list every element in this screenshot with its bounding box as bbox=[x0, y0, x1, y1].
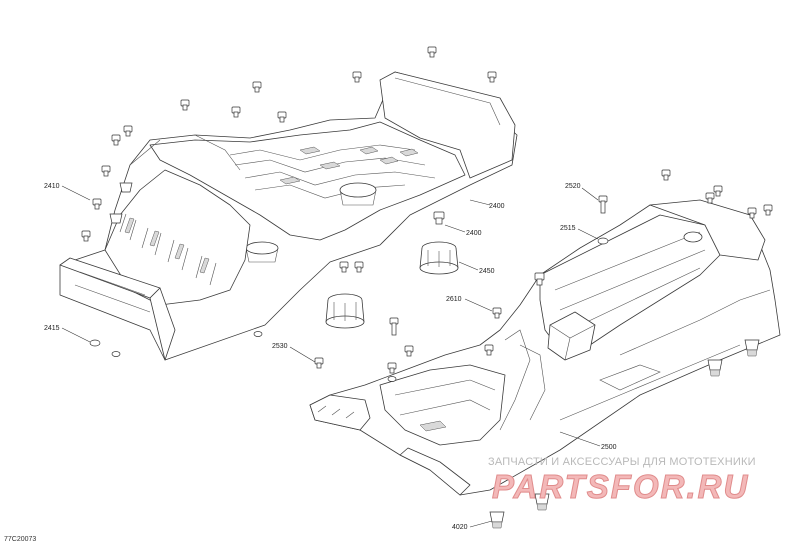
watermark-logo: PARTSFOR.RU bbox=[491, 468, 750, 506]
push-pin-icon bbox=[713, 185, 723, 197]
push-pin-icon bbox=[433, 211, 445, 225]
push-pin-icon bbox=[252, 81, 262, 93]
fastener-group bbox=[81, 46, 773, 529]
bolt-icon bbox=[389, 317, 399, 336]
push-pin-icon bbox=[314, 357, 324, 369]
push-pin-icon bbox=[705, 192, 715, 204]
leader-lines bbox=[61, 185, 601, 528]
push-pin-icon bbox=[231, 106, 241, 118]
push-pin-icon bbox=[487, 71, 497, 83]
push-pin-icon bbox=[492, 307, 502, 319]
washer-icon bbox=[597, 237, 609, 245]
callout-2530: 2530 bbox=[272, 343, 288, 350]
push-pin-icon bbox=[661, 169, 671, 181]
push-pin-icon bbox=[339, 261, 349, 273]
push-pin-icon bbox=[352, 71, 362, 83]
push-pin-icon bbox=[427, 46, 437, 58]
cup-insert-2450 bbox=[419, 241, 459, 275]
push-pin-icon bbox=[404, 345, 414, 357]
clip-icon bbox=[707, 359, 723, 377]
floor-panel-right bbox=[309, 199, 781, 496]
callout-2515: 2515 bbox=[560, 225, 576, 232]
callout-2400-upper: 2400 bbox=[489, 203, 505, 210]
callout-2500: 2500 bbox=[601, 444, 617, 451]
push-pin-icon bbox=[354, 261, 364, 273]
push-pin-icon bbox=[387, 362, 397, 374]
push-pin-icon bbox=[277, 111, 287, 123]
watermark-tagline: ЗАПЧАСТИ И АКСЕССУАРЫ ДЛЯ МОТОТЕХНИКИ bbox=[488, 456, 756, 468]
washer-icon bbox=[387, 376, 397, 382]
push-pin-icon bbox=[81, 230, 91, 242]
push-pin-icon bbox=[763, 204, 773, 216]
floor-panel-left bbox=[59, 71, 518, 361]
washer-icon bbox=[89, 339, 101, 347]
callout-2450: 2450 bbox=[479, 268, 495, 275]
push-pin-icon bbox=[123, 125, 133, 137]
push-pin-icon bbox=[747, 207, 757, 219]
push-pin-icon bbox=[484, 344, 494, 356]
washer-icon bbox=[253, 331, 263, 337]
drawing-code: 77C20073 bbox=[4, 536, 37, 543]
clip-icon bbox=[534, 493, 550, 511]
callout-2520: 2520 bbox=[565, 183, 581, 190]
clip-icon bbox=[489, 511, 505, 529]
push-pin-icon bbox=[101, 165, 111, 177]
callout-2410: 2410 bbox=[44, 183, 60, 190]
push-pin-icon bbox=[111, 134, 121, 146]
push-pin-icon bbox=[534, 272, 545, 286]
callout-2415: 2415 bbox=[44, 325, 60, 332]
push-pin-icon bbox=[92, 198, 102, 210]
washer-icon bbox=[111, 351, 121, 357]
bolt-icon bbox=[598, 195, 608, 214]
callout-2610: 2610 bbox=[446, 296, 462, 303]
clip-icon bbox=[109, 213, 123, 224]
callout-labels: 2410 2415 2400 2400 2450 2520 2515 2610 … bbox=[44, 183, 617, 531]
push-pin-icon bbox=[180, 99, 190, 111]
callout-2400-lower: 2400 bbox=[466, 230, 482, 237]
clip-icon bbox=[744, 339, 760, 357]
cup-insert-lower bbox=[325, 293, 365, 329]
clip-icon bbox=[119, 182, 133, 193]
callout-4020: 4020 bbox=[452, 524, 468, 531]
